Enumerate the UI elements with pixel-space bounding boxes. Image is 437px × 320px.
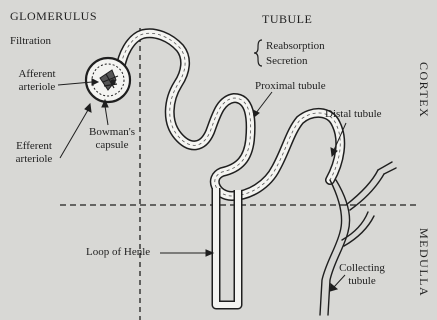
afferent-line1: Afferent	[10, 69, 64, 80]
collecting-tubule	[320, 162, 396, 315]
proximal-tubule-label: Proximal tubule	[255, 81, 326, 92]
efferent-arteriole-label: Efferent arteriole	[6, 141, 62, 165]
afferent-line2: arteriole	[10, 82, 64, 93]
bowmans-line1: Bowman's	[82, 127, 142, 138]
annotation-arrows	[58, 79, 346, 291]
efferent-line2: arteriole	[6, 154, 62, 165]
bowmans-line2: capsule	[82, 140, 142, 151]
loop-of-henle	[216, 188, 238, 305]
cortex-label: CORTEX	[418, 62, 430, 118]
filtration-label: Filtration	[10, 36, 51, 47]
medulla-label: MEDULLA	[418, 228, 430, 297]
collecting-line2: tubule	[332, 276, 392, 287]
bowmans-capsule-label: Bowman's capsule	[82, 127, 142, 151]
glomerulus-header: GLOMERULUS	[10, 10, 97, 22]
efferent-line1: Efferent	[6, 141, 62, 152]
afferent-arteriole-label: Afferent arteriole	[10, 69, 64, 93]
distal-tubule-label: Distal tubule	[325, 109, 382, 120]
loop-of-henle-label: Loop of Henle	[86, 247, 150, 258]
brace-icon	[254, 40, 262, 66]
secretion-label: Secretion	[266, 56, 308, 67]
tubule-header: TUBULE	[262, 13, 312, 25]
reabsorption-label: Reabsorption	[266, 41, 325, 52]
collecting-line1: Collecting	[332, 263, 392, 274]
collecting-tubule-label: Collecting tubule	[332, 263, 392, 287]
